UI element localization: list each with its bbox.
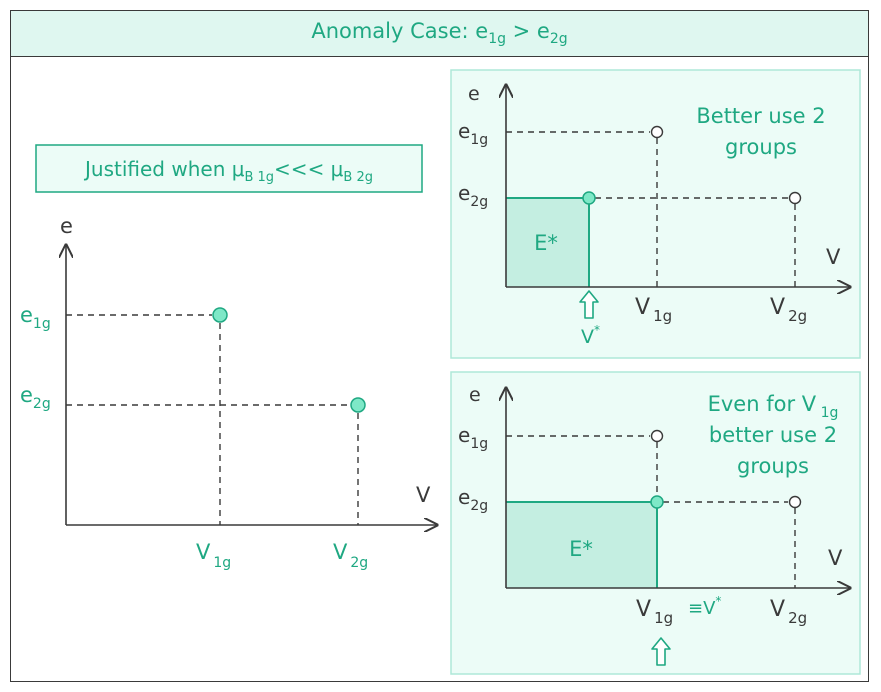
- bottom-right-label-e1g: e1g: [458, 423, 488, 452]
- left-axis-y-label: e: [60, 214, 73, 238]
- top-right-area: [506, 198, 589, 287]
- left-label-e1g: e1g: [20, 303, 51, 332]
- bottom-right-note-line3: groups: [737, 454, 809, 478]
- bottom-right-note-line2: better use 2: [709, 423, 837, 447]
- bottom-right-point-opt: [650, 495, 664, 509]
- bottom-right-area: [506, 502, 657, 588]
- page-title: Anomaly Case: e1g > e2g: [311, 19, 568, 48]
- bottom-right-axis-x-label: V: [828, 546, 843, 570]
- top-right-label-e2g: e2g: [458, 181, 488, 210]
- justified-box: [35, 144, 423, 193]
- bottom-right-point-1g-high: [650, 429, 664, 443]
- bottom-right-label-e2g: e2g: [458, 485, 488, 514]
- top-right-axis-y-label: e: [468, 83, 480, 105]
- bottom-right-equiv-vstar: ≡V*: [688, 594, 721, 619]
- left-panel: Justified when μB 1g<<< μB 2g e V e1g e2…: [20, 144, 437, 571]
- bottom-right-point-2g: [788, 495, 802, 509]
- top-right-point-1g: [650, 125, 664, 139]
- left-point-2g: [350, 397, 366, 413]
- left-label-e2g: e2g: [20, 383, 51, 412]
- top-right-note-line2: groups: [725, 135, 797, 159]
- top-right-point-2g: [788, 191, 802, 205]
- top-right-up-arrow-icon: [579, 290, 599, 319]
- top-right-vstar: V*: [581, 323, 600, 348]
- top-right-point-opt: [582, 191, 596, 205]
- top-right-label-e1g: e1g: [458, 119, 488, 148]
- justified-text: Justified when μB 1g<<< μB 2g: [83, 157, 373, 185]
- left-point-1g: [212, 307, 228, 323]
- bottom-right-area-label: E*: [569, 537, 593, 561]
- bottom-right-up-arrow-icon: [651, 637, 671, 666]
- top-right-axis-x-label: V: [826, 245, 841, 269]
- bottom-right-note-line1: Even for V 1g: [708, 392, 839, 421]
- left-axis-x-label: V: [416, 483, 431, 507]
- top-right-note-line1: Better use 2: [696, 104, 825, 128]
- title-bar: Anomaly Case: e1g > e2g: [11, 11, 868, 57]
- top-right-area-label: E*: [534, 231, 558, 255]
- bottom-right-axis-y-label: e: [469, 384, 481, 406]
